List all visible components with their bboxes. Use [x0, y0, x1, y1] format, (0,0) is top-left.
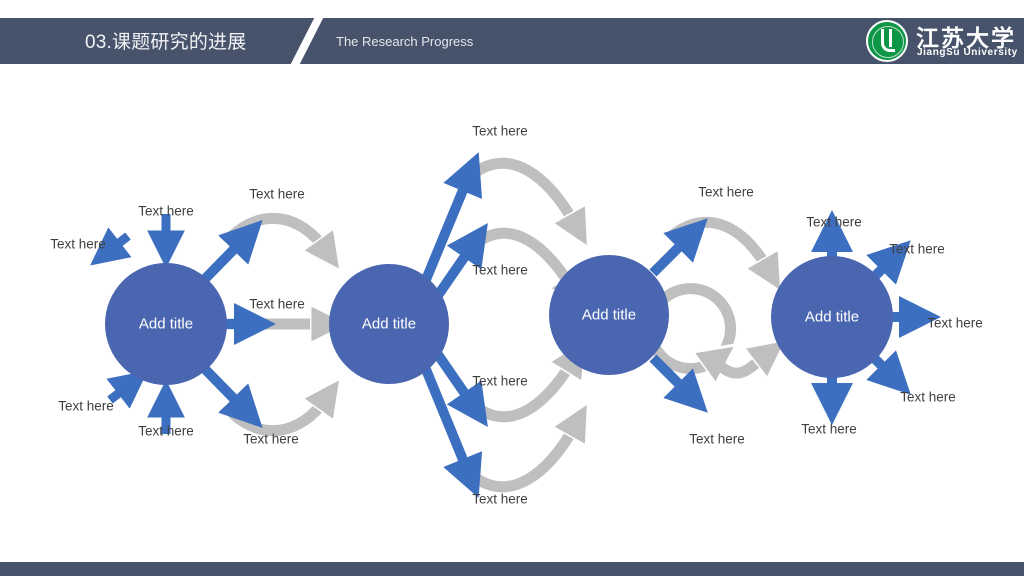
node-3-arrows: [649, 218, 708, 413]
annotation-label[interactable]: Text here: [472, 262, 528, 278]
blue-arrow-n3-out-upright: [649, 218, 708, 277]
annotation-label[interactable]: Text here: [138, 423, 194, 439]
grey-arrow-top1-2-3: [469, 157, 575, 224]
blue-arrow-n1-downleft-up: [106, 370, 148, 409]
logo-name-cn: 江苏大学: [916, 26, 1016, 52]
annotation-label[interactable]: Text here: [900, 389, 956, 405]
annotation-label[interactable]: Text here: [889, 241, 945, 257]
annotation-label[interactable]: Text here: [50, 236, 106, 252]
annotation-label[interactable]: Text here: [472, 491, 528, 507]
grey-connector-group-2-3: [469, 157, 575, 493]
node-1-arrows: [90, 214, 185, 434]
grey-arrow-bottom2-2-3: [469, 426, 575, 493]
annotation-label[interactable]: Text here: [249, 296, 305, 312]
grey-arrow-top-1-2: [228, 212, 325, 249]
page-title: 03.课题研究的进展: [85, 32, 247, 53]
blue-arrow-n2-out-up1: [420, 152, 483, 284]
annotation-label[interactable]: Text here: [927, 315, 983, 331]
annotation-label[interactable]: Text here: [243, 431, 299, 447]
process-flow-diagram: Add title Add title Add title Add title …: [0, 64, 1024, 562]
blue-arrow-n1-upleft: [90, 227, 132, 266]
annotation-label[interactable]: Text here: [58, 398, 114, 414]
node-circles: [105, 255, 893, 385]
node-circle-3[interactable]: [549, 255, 669, 375]
blue-arrow-n2-out-down2: [420, 365, 483, 498]
header-bar: [0, 18, 1024, 64]
blue-arrow-n1-out-upright: [196, 219, 263, 288]
blue-arrow-n3-out-downright: [649, 354, 708, 413]
page-subtitle: The Research Progress: [336, 34, 474, 49]
annotation-label[interactable]: Text here: [472, 373, 528, 389]
grey-cycle-exit: [712, 356, 765, 373]
annotation-label[interactable]: Text here: [138, 203, 194, 219]
annotation-label[interactable]: Text here: [801, 421, 857, 437]
annotation-label[interactable]: Text here: [249, 186, 305, 202]
annotation-label[interactable]: Text here: [806, 214, 862, 230]
grey-cycle-arrow-3-4: [645, 283, 765, 374]
annotation-label[interactable]: Text here: [472, 123, 528, 139]
diagram-canvas: [90, 152, 942, 498]
university-seal-icon: [866, 20, 908, 62]
node-circle-4[interactable]: [771, 256, 893, 378]
annotation-label[interactable]: Text here: [698, 184, 754, 200]
university-logo: 江苏大学 JiangSu University: [866, 19, 1017, 64]
footer-bar: [0, 562, 1024, 576]
node-circle-1[interactable]: [105, 263, 227, 385]
grey-arrow-top2-2-3: [474, 227, 572, 288]
grey-arrow-bottom1-2-3: [474, 362, 572, 423]
annotation-label[interactable]: Text here: [689, 431, 745, 447]
blue-arrow-n1-out-downright: [196, 360, 263, 429]
logo-name-en: JiangSu University: [917, 47, 1018, 58]
node-circle-2[interactable]: [329, 264, 449, 384]
